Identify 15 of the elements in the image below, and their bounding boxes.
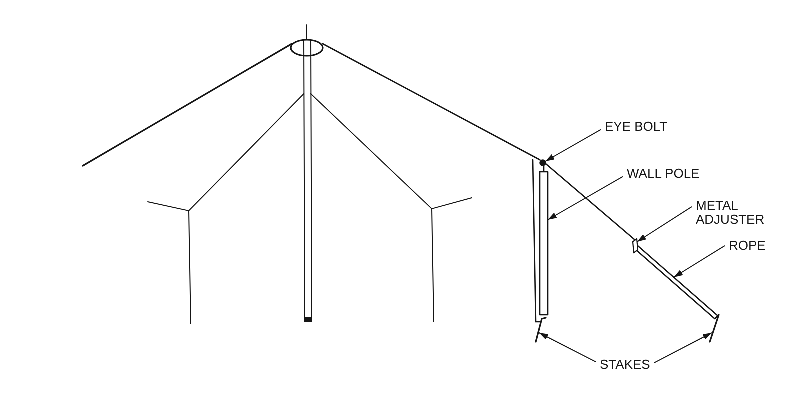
callout-label: WALL POLE bbox=[623, 164, 704, 182]
callout-label: STAKES bbox=[596, 354, 654, 374]
leader-line bbox=[654, 332, 712, 364]
leader-line bbox=[545, 129, 602, 162]
leader-line bbox=[636, 206, 692, 242]
leader-line bbox=[538, 332, 596, 363]
stake bbox=[535, 317, 547, 343]
stake bbox=[709, 314, 720, 343]
wall-pole bbox=[539, 171, 549, 316]
callout-label: EYE BOLT bbox=[601, 116, 672, 136]
leader-line bbox=[674, 245, 726, 278]
eye-bolt bbox=[540, 160, 546, 166]
leader-line bbox=[548, 176, 624, 220]
callout-label: ROPE bbox=[725, 236, 770, 254]
callout-label: METAL ADJUSTER bbox=[692, 197, 772, 229]
